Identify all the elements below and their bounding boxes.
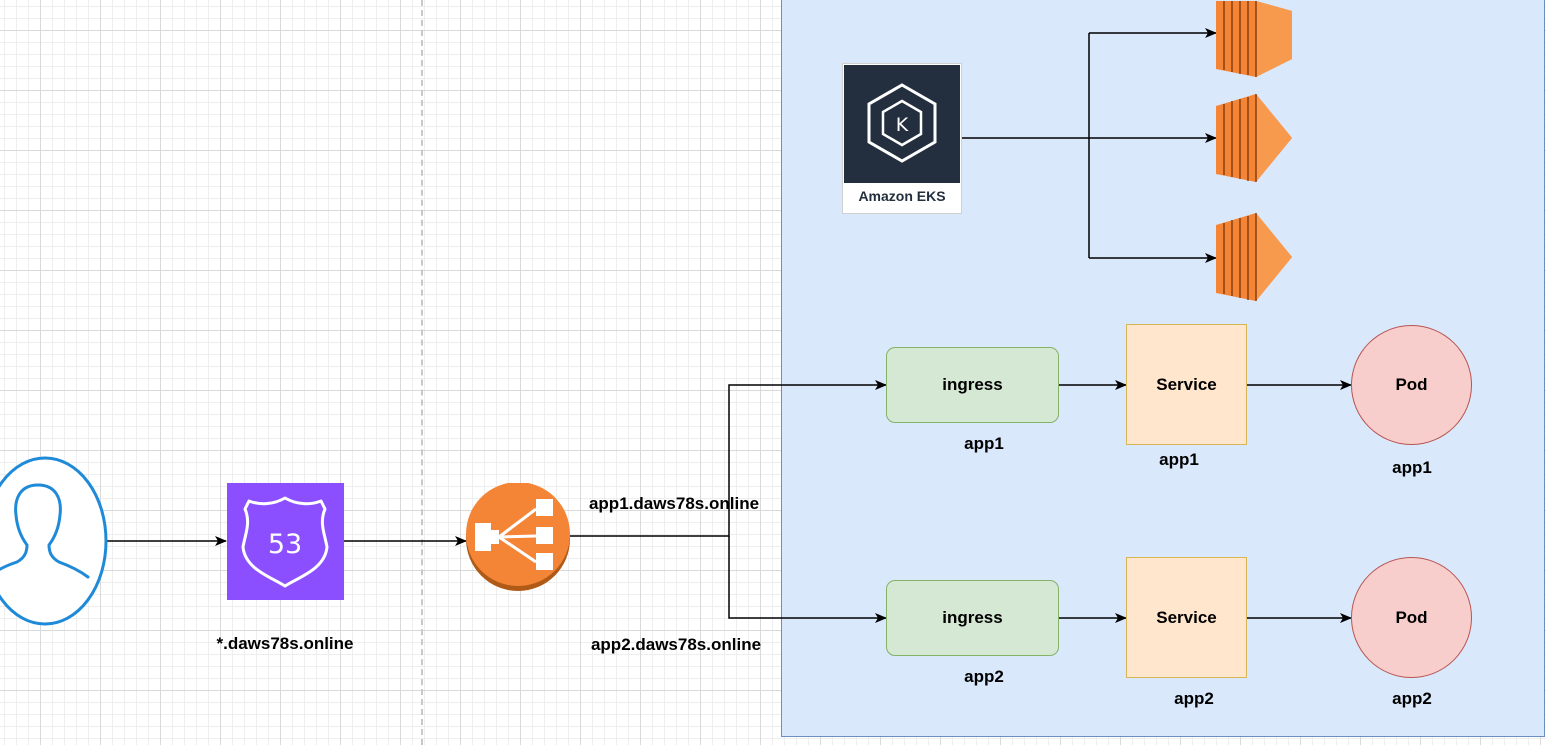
edge-elb-ingress2 <box>728 536 887 623</box>
pod-caption-app1: app1 <box>1392 458 1432 477</box>
ec2-instance-icon[interactable] <box>1216 94 1294 184</box>
pod-app1[interactable]: Pod <box>1351 325 1472 445</box>
edge-elb-ingress1 <box>570 380 887 537</box>
ec2-instance-icon[interactable] <box>1216 213 1294 303</box>
ingress-caption-app2: app2 <box>964 667 1004 686</box>
user-icon[interactable] <box>0 455 110 627</box>
ec2-instance-icon[interactable] <box>1216 0 1294 79</box>
amazon-eks-label: Amazon EKS <box>858 188 946 204</box>
route53-icon[interactable]: 53 <box>227 483 344 600</box>
eks-logo-letter: K <box>896 114 909 136</box>
kubernetes-icon: K <box>844 65 960 183</box>
amazon-eks-node[interactable]: K Amazon EKS <box>842 63 962 214</box>
route53-domain-label: *.daws78s.online <box>216 634 354 653</box>
ingress-app2[interactable]: ingress <box>886 580 1059 656</box>
pod-caption-app2: app2 <box>1392 689 1432 708</box>
service-caption-app2: app2 <box>1174 689 1214 708</box>
ingress-app1[interactable]: ingress <box>886 347 1059 423</box>
host-label-app1: app1.daws78s.online <box>588 494 760 513</box>
pod-app2[interactable]: Pod <box>1351 557 1472 678</box>
elastic-load-balancer-icon[interactable] <box>466 483 572 591</box>
service-caption-app1: app1 <box>1159 450 1199 469</box>
route53-badge-number: 53 <box>268 529 302 560</box>
page-divider <box>421 0 423 745</box>
host-label-app2: app2.daws78s.online <box>590 635 762 654</box>
service-app1[interactable]: Service <box>1126 324 1247 445</box>
service-app2[interactable]: Service <box>1126 557 1247 678</box>
ingress-caption-app1: app1 <box>964 434 1004 453</box>
